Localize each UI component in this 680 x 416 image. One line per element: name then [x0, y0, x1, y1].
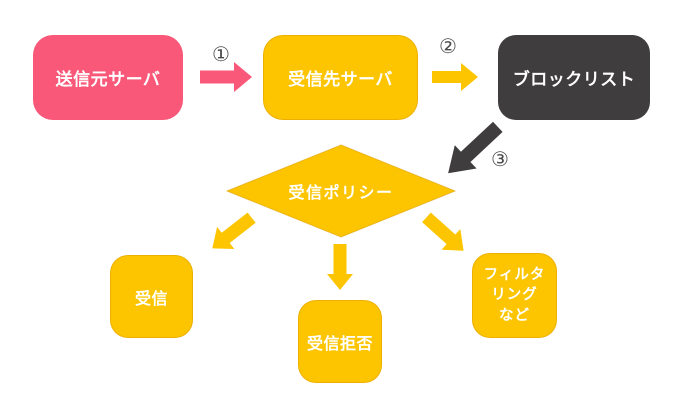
receive-policy-diamond-shape	[226, 144, 456, 238]
arrow-step-3-shape	[448, 121, 503, 174]
step-3-number: ③	[491, 147, 509, 171]
arrow-branch-receive-icon	[212, 212, 256, 249]
node-blocklist-label: ブロックリスト	[512, 70, 636, 90]
node-destination-server: 受信先サーバ	[263, 35, 418, 120]
node-destination-server-label: 受信先サーバ	[288, 70, 393, 90]
arrow-step-3-icon	[448, 121, 503, 174]
node-blocklist: ブロックリスト	[498, 35, 650, 120]
step-2-number: ②	[439, 34, 457, 58]
node-receive-reject: 受信拒否	[298, 300, 382, 383]
step-1-number: ①	[212, 42, 230, 66]
node-receive-policy-diamond	[226, 144, 456, 238]
node-receive: 受信	[110, 255, 193, 338]
arrow-step-1-shape	[200, 62, 252, 92]
arrow-branch-filtering-shape	[422, 212, 464, 251]
node-receive-policy-label: 受信ポリシー	[288, 183, 394, 202]
arrow-branch-receive-shape	[212, 212, 256, 249]
arrow-step-2-icon	[432, 63, 478, 91]
arrow-branch-filtering-icon	[422, 212, 464, 251]
arrow-step-2-shape	[432, 63, 478, 91]
node-receive-label: 受信	[134, 288, 168, 308]
node-filtering: フィルタ リング など	[472, 253, 557, 338]
arrow-branch-reject-icon	[327, 244, 353, 290]
arrow-step-1-icon	[200, 62, 252, 92]
arrow-branch-reject-shape	[327, 244, 353, 290]
node-source-server: 送信元サーバ	[33, 35, 183, 120]
node-source-server-label: 送信元サーバ	[55, 70, 161, 90]
node-filtering-label: フィルタ リング など	[483, 267, 546, 324]
node-receive-reject-label: 受信拒否	[306, 333, 373, 353]
